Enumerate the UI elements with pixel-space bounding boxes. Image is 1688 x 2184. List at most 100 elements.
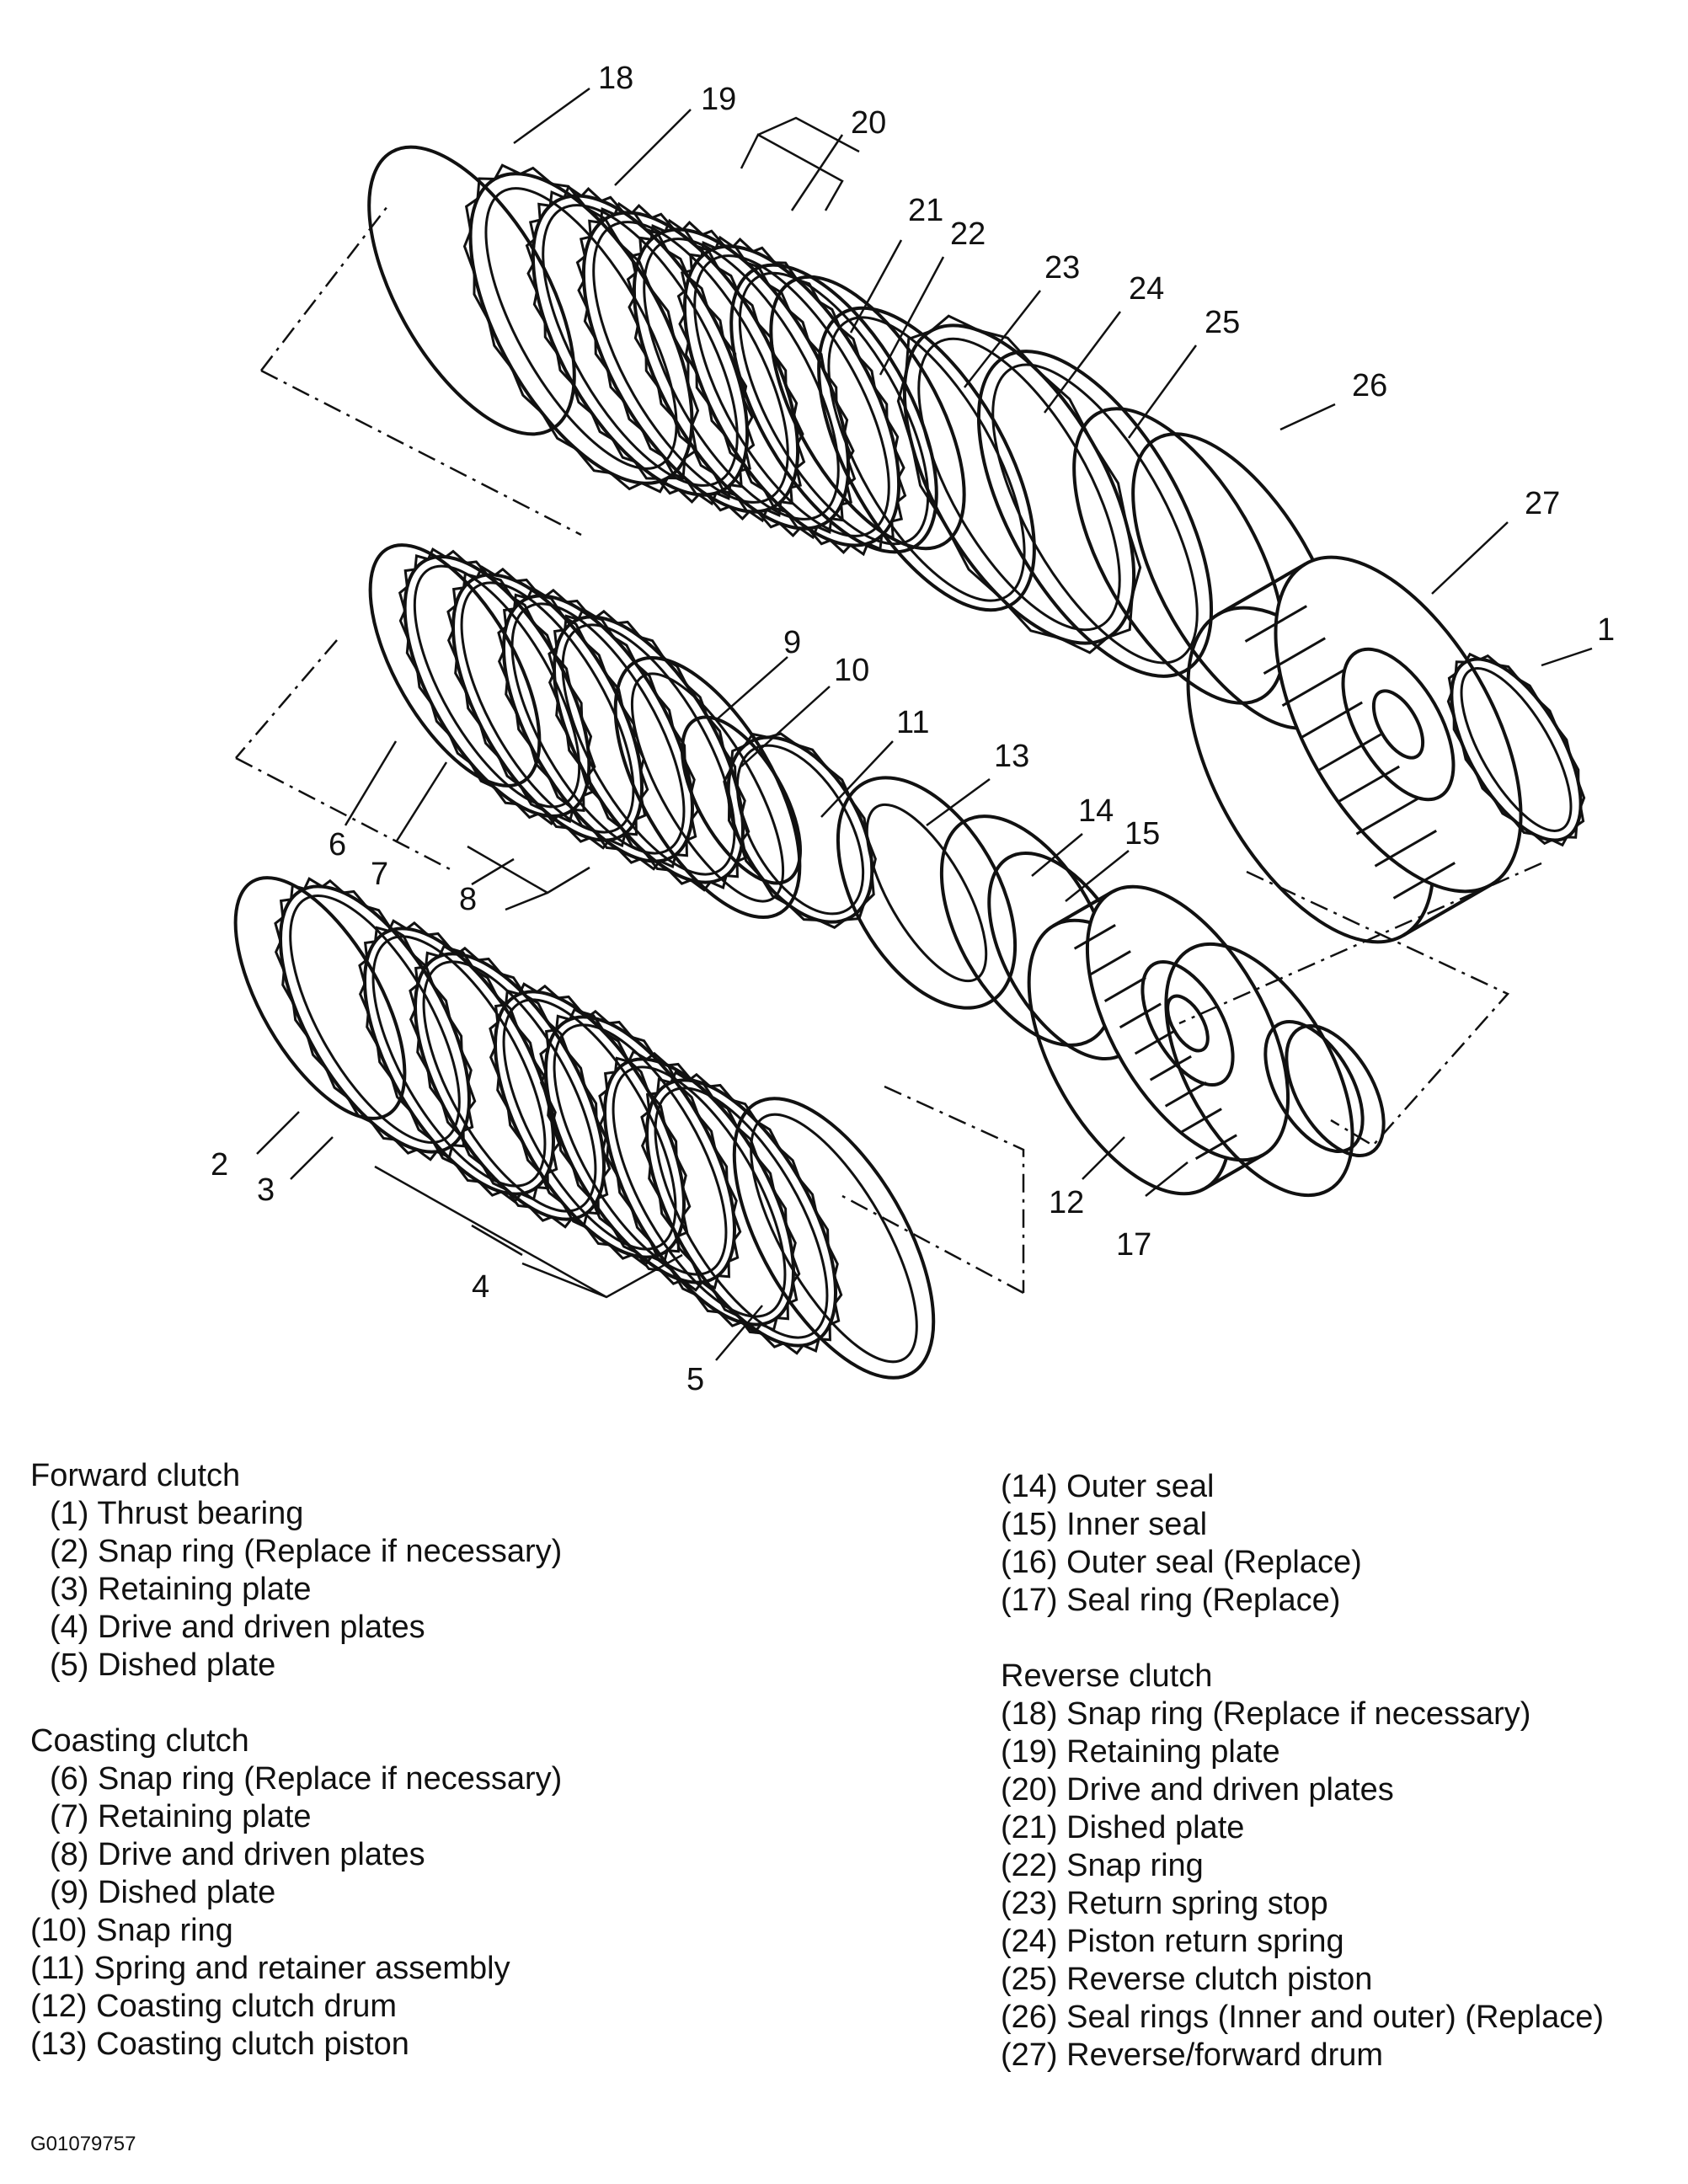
legend-item: (19) Retaining plate [1001, 1733, 1604, 1771]
retaining-plate-7-inner [413, 564, 581, 809]
legend-item: (26) Seal rings (Inner and outer) (Repla… [1001, 1999, 1604, 2037]
coasting-clutch-drum-12-spline [1149, 1055, 1192, 1081]
legend-group: Reverse clutch(18) Snap ring (Replace if… [1001, 1658, 1604, 2075]
legend-group-title: Coasting clutch [30, 1723, 249, 1759]
legend-item-text: Retaining plate [98, 1572, 312, 1607]
leader-24 [1044, 311, 1121, 414]
return-spring-stop-23 [817, 306, 1036, 612]
callout-4: 4 [472, 1269, 489, 1305]
coasting-clutch-drum-12 [1027, 884, 1290, 1196]
plate-group-bracket [374, 1165, 683, 1299]
reverse-forward-drum-27-spline [1263, 637, 1326, 675]
leader-27 [1431, 521, 1509, 595]
legend-group-title: Reverse clutch [1001, 1658, 1213, 1694]
plate-8b-teeth [497, 586, 700, 871]
legend-item-text: Seal ring (Replace) [1066, 1583, 1341, 1618]
coasting-clutch-drum-12-spline [1103, 976, 1146, 1002]
plate-8a-teeth [446, 565, 649, 850]
plate-4a-inner [371, 935, 547, 1188]
legend-item: (13) Coasting clutch piston [30, 2026, 562, 2064]
legend-item: (10) Snap ring [30, 1912, 562, 1950]
leader-14 [1031, 833, 1083, 877]
legend-group-title: Forward clutch [30, 1458, 241, 1493]
callout-25: 25 [1205, 305, 1240, 340]
legend-item: (15) Inner seal [1001, 1506, 1604, 1544]
assembly-dashed-line [1246, 870, 1510, 1147]
assembly-dashed-lines [235, 206, 1542, 1295]
coasting-clutch-piston-13-inner [865, 803, 988, 983]
legend-item: (7) Retaining plate [30, 1798, 562, 1836]
plate-group-brackets [374, 116, 860, 1299]
assembly-dashed-line [841, 1085, 1025, 1295]
leader-1 [1541, 647, 1593, 667]
thrust-bearing-1 [1446, 652, 1586, 847]
callout-24: 24 [1129, 271, 1164, 307]
callout-1: 1 [1597, 612, 1615, 648]
callout-14: 14 [1078, 793, 1114, 829]
callout-5: 5 [686, 1362, 704, 1397]
legend-item-text: Inner seal [1066, 1507, 1208, 1542]
callout-13: 13 [994, 739, 1029, 774]
callout-leader-lines [256, 87, 1593, 1361]
legend-item-text: Snap ring [1066, 1848, 1204, 1883]
snap-ring-2 [233, 876, 407, 1120]
leader-3 [290, 1136, 334, 1180]
callout-9: 9 [783, 625, 801, 660]
retaining-plate-19 [462, 163, 700, 494]
legend-item-text: Thrust bearing [97, 1496, 304, 1531]
legend-item: (11) Spring and retainer assembly [30, 1950, 562, 1988]
legend-item-number: (8) [50, 1837, 89, 1872]
legend-item-number: (6) [50, 1761, 89, 1797]
plate-20d-teeth [676, 235, 907, 557]
assembly-dashed-line [260, 206, 582, 537]
reverse-clutch-piston-25-outer [976, 350, 1214, 678]
plate-20a-teeth [525, 184, 756, 506]
legend-item-number: (27) [1001, 2037, 1058, 2073]
retaining-plate-3-teeth [274, 877, 477, 1161]
return-spring-stop-23-inner [827, 316, 1026, 602]
legend-item-text: Drive and driven plates [1066, 1772, 1394, 1808]
legend-item-number: (16) [1001, 1545, 1058, 1580]
legend-item-text: Dished plate [98, 1647, 276, 1683]
piston-return-spring-24-inner [917, 337, 1121, 632]
legend-group: (14) Outer seal(15) Inner seal(16) Outer… [1001, 1468, 1604, 1620]
reverse-forward-drum-27-spline [1392, 862, 1456, 900]
legend-item-text: Seal rings (Inner and outer) (Replace) [1066, 2000, 1605, 2035]
legend-item-number: (7) [50, 1799, 89, 1834]
reverse-forward-drum-27-spline [1337, 765, 1400, 804]
reverse-forward-drum-27-side-top [1217, 562, 1306, 617]
reverse-forward-drum-27-spline [1281, 669, 1344, 708]
legend-left-column: Forward clutch(1) Thrust bearing(2) Snap… [30, 1457, 562, 2064]
leader-25 [1127, 344, 1198, 439]
legend-item-number: (11) [30, 1951, 85, 1986]
callout-18: 18 [598, 61, 633, 96]
legend-item-number: (12) [30, 1989, 88, 2024]
retaining-plate-19-inner [484, 187, 678, 470]
legend-item-number: (24) [1001, 1924, 1058, 1959]
legend-item: (24) Piston return spring [1001, 1923, 1604, 1961]
plate-4f-teeth [640, 1071, 843, 1355]
callout-15: 15 [1124, 816, 1160, 852]
legend-item-number: (18) [1001, 1696, 1058, 1732]
leader-2 [256, 1111, 300, 1155]
callout-12: 12 [1049, 1185, 1084, 1220]
reverse-clutch-piston-25 [976, 350, 1214, 678]
legend-item-number: (9) [50, 1875, 89, 1910]
snap-ring-22-outline [769, 275, 966, 551]
snap-ring-2-outline [233, 876, 407, 1120]
seal-ring-26a-outline [1072, 407, 1286, 705]
coasting-clutch-drum-12-spline [1164, 1081, 1207, 1108]
thrust-bearing-1-teeth [1446, 652, 1586, 847]
piston-return-spring-24-teeth [896, 314, 1142, 654]
callout-26: 26 [1352, 368, 1387, 403]
legend-item: (16) Outer seal (Replace) [1001, 1544, 1604, 1582]
plate-group-bracket [467, 845, 590, 911]
legend-item: (9) Dished plate [30, 1874, 562, 1912]
snap-ring-18-outline [367, 145, 576, 436]
legend-item-number: (5) [50, 1647, 89, 1683]
reverse-forward-drum-27-bore [1371, 689, 1425, 760]
legend-item-text: Drive and driven plates [98, 1610, 425, 1645]
leader-15 [1065, 850, 1130, 902]
reverse-forward-drum-27-side-bottom [1402, 883, 1492, 937]
legend-item: (22) Snap ring [1001, 1847, 1604, 1885]
